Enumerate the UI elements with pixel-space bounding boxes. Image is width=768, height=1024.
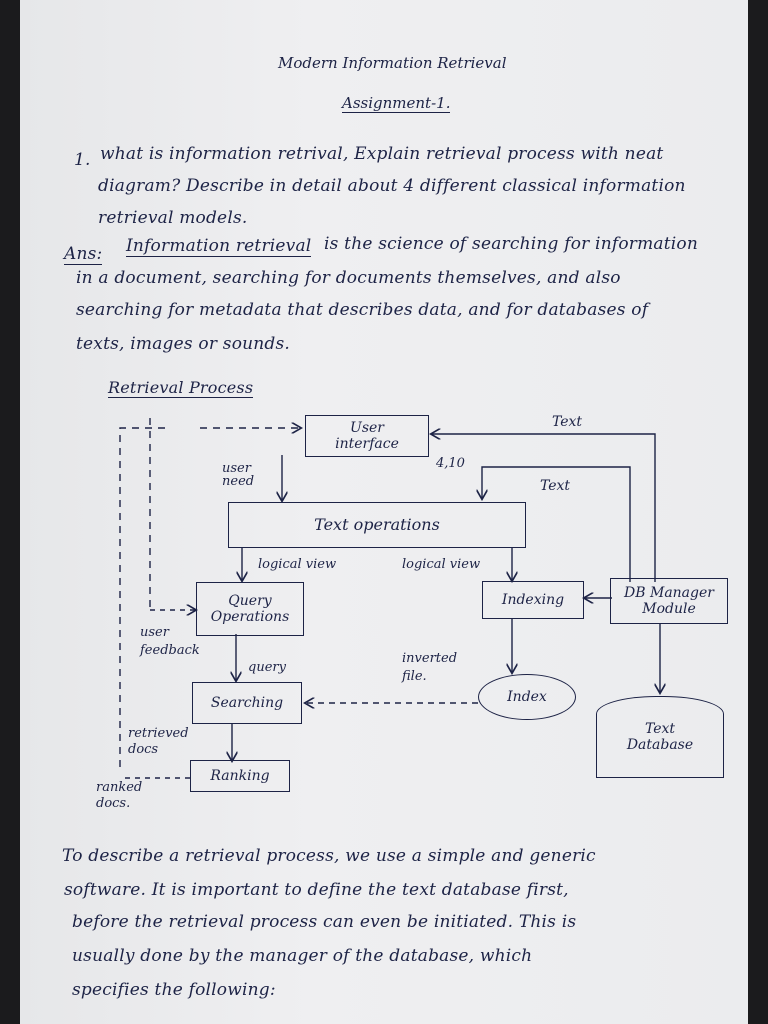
label-ranked-docs: ranked docs. [96, 780, 143, 811]
paragraph-line-2: software. It is important to define the … [64, 880, 569, 900]
label-user-need: user need [222, 461, 255, 489]
text-operations-box: Text operations [228, 502, 526, 548]
db-manager-label: DB Manager Module [624, 584, 714, 617]
label-query: query [248, 660, 286, 675]
searching-label: Searching [210, 694, 284, 711]
paragraph-line-5: specifies the following: [72, 980, 276, 1000]
searching-box: Searching [192, 682, 302, 724]
ranking-label: Ranking [210, 767, 270, 784]
label-retrieved-docs: retrieved docs [128, 726, 189, 757]
question-line-2: diagram? Describe in detail about 4 diff… [98, 176, 686, 196]
answer-label: Ans: [64, 244, 103, 265]
answer-line-3: searching for metadata that describes da… [76, 300, 649, 320]
section-heading: Retrieval Process [108, 378, 254, 398]
answer-line-2: in a document, searching for documents t… [76, 268, 621, 288]
index-label: Index [507, 688, 547, 705]
user-interface-label: User interface [335, 419, 399, 452]
answer-line-1-rest: is the science of searching for informat… [324, 234, 699, 254]
query-operations-box: Query Operations [196, 582, 304, 636]
paragraph-line-4: usually done by the manager of the datab… [72, 946, 533, 966]
label-text-mid: Text [540, 478, 571, 494]
label-logical-view-2: logical view [402, 557, 481, 572]
question-number: 1. [74, 150, 91, 170]
paragraph-line-1: To describe a retrieval process, we use … [62, 846, 596, 866]
indexing-box: Indexing [482, 581, 584, 619]
text-operations-label: Text operations [314, 514, 440, 534]
answer-line-4: texts, images or sounds. [76, 334, 291, 354]
user-interface-box: User interface [305, 415, 429, 457]
assignment-label: Assignment-1. [342, 94, 451, 113]
text-database-cylinder: Text Database [596, 696, 724, 778]
query-operations-label: Query Operations [210, 592, 290, 625]
answer-lead-term: Information retrieval [126, 236, 312, 257]
text-database-label: Text Database [626, 720, 694, 753]
label-logical-view-1: logical view [258, 557, 337, 572]
label-text-top: Text [552, 414, 583, 430]
db-manager-box: DB Manager Module [610, 578, 728, 624]
paragraph-line-3: before the retrieval process can even be… [72, 912, 577, 932]
label-4-10: 4,10 [436, 456, 465, 471]
label-user-feedback: user feedback [140, 625, 200, 658]
ranking-box: Ranking [190, 760, 290, 792]
question-line-3: retrieval models. [98, 208, 248, 228]
label-inverted-file: inverted file. [402, 651, 458, 684]
index-node: Index [478, 674, 576, 720]
notebook-page [20, 0, 748, 1024]
question-line-1: what is information retrival, Explain re… [100, 144, 664, 164]
page-title: Modern Information Retrieval [278, 54, 507, 72]
indexing-label: Indexing [501, 591, 565, 608]
